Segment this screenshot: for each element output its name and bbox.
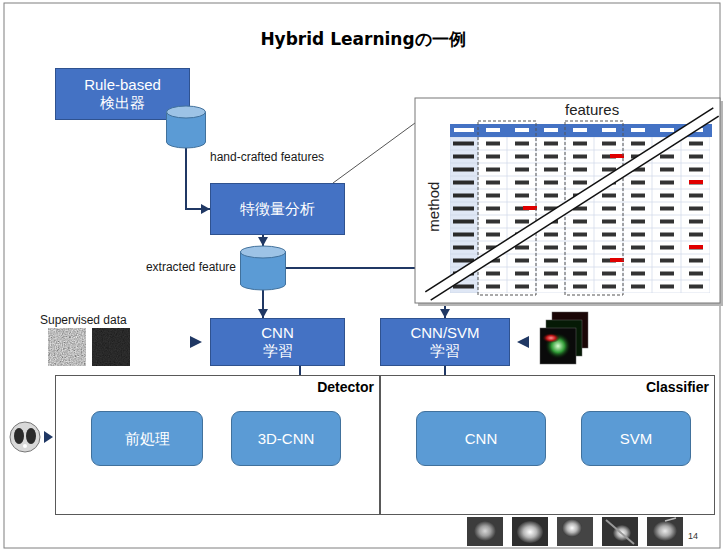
diagram-title: Hybrid Learningの一例 xyxy=(0,28,726,51)
group-frame: Detector 前処理 3D-CNN xyxy=(55,375,380,515)
table-panel xyxy=(415,98,720,303)
cylinder-shape xyxy=(166,106,206,148)
nodule-thumb xyxy=(512,517,548,546)
header-marks xyxy=(454,128,703,132)
column-group xyxy=(478,121,536,295)
process-box: CNN 学習 xyxy=(210,318,345,366)
diagonal-band xyxy=(428,112,716,296)
diagonal-line xyxy=(431,116,719,300)
connector xyxy=(258,235,268,246)
node-text: extracted feature xyxy=(146,260,236,274)
node-text: 前処理 xyxy=(125,430,170,448)
connector-line xyxy=(333,123,415,183)
node-text: Detector xyxy=(317,379,374,395)
nodule-thumb xyxy=(602,517,638,546)
noise-sample xyxy=(48,328,86,366)
annotation: 14 xyxy=(688,531,698,542)
node-text: Rule-based 検出器 xyxy=(75,76,170,112)
module-box: CNN xyxy=(416,411,546,466)
panel-shadow xyxy=(418,101,723,306)
nodule-thumb xyxy=(557,517,593,546)
ct-icon xyxy=(10,422,40,452)
node-text: hand-crafted features xyxy=(210,150,324,164)
dark-sample-noise xyxy=(92,328,130,366)
cylinder-top xyxy=(167,106,206,118)
input-arrow xyxy=(517,336,529,348)
input-arrow xyxy=(190,336,202,348)
table-highlights xyxy=(523,154,703,262)
cylinder-top xyxy=(241,246,286,258)
node-text: CNN/SVM 学習 xyxy=(405,324,485,360)
module-box: 前処理 xyxy=(91,411,203,466)
nodule-thumb xyxy=(647,517,683,546)
sample-blob xyxy=(542,333,560,343)
connector xyxy=(186,148,210,214)
connector-line xyxy=(186,148,210,209)
arrow-head xyxy=(201,204,210,214)
nodule-shape xyxy=(653,521,677,541)
data-store: extracted feature xyxy=(240,246,286,290)
node-text: CNN xyxy=(465,430,498,448)
process-box: CNN/SVM 学習 xyxy=(380,318,510,366)
group-frame: ClassifierCNN SVM xyxy=(380,375,715,515)
diagonal-line xyxy=(425,108,713,292)
cylinder-shape xyxy=(240,246,286,290)
input-arrow xyxy=(44,431,53,443)
dark-sample xyxy=(92,328,130,366)
nodule-vessel xyxy=(606,520,634,544)
nodule-shape xyxy=(474,521,496,541)
arrow-head xyxy=(258,309,268,318)
node-text: SVM xyxy=(620,430,653,448)
process-box: 特徴量分析 xyxy=(210,183,345,235)
table-panel: features method xyxy=(415,98,720,303)
node-text: features xyxy=(565,101,619,118)
node-text: method xyxy=(425,182,442,232)
slide-frame xyxy=(4,3,720,548)
data-store: hand-crafted features xyxy=(166,106,206,148)
arrow-head xyxy=(258,237,268,246)
module-box: 3D-CNN xyxy=(231,411,341,466)
arrow-head xyxy=(440,309,450,318)
connector xyxy=(258,290,268,318)
nodule-spicule xyxy=(665,518,676,521)
connector xyxy=(333,123,415,183)
node-text: Classifier xyxy=(646,379,709,395)
node-text: 特徴量分析 xyxy=(240,200,315,218)
sample-patch xyxy=(540,328,576,364)
node-text: 3D-CNN xyxy=(258,430,315,448)
table-cells xyxy=(478,137,710,293)
ct-lung xyxy=(26,428,36,444)
ct-lung xyxy=(14,428,24,444)
ct-spine xyxy=(23,444,27,448)
annotation: Supervised data xyxy=(40,313,127,327)
nodule-shape xyxy=(562,519,582,537)
nodule-shape xyxy=(517,521,543,543)
node-text: CNN 学習 xyxy=(253,324,303,360)
nodule-thumb xyxy=(467,517,503,546)
module-box: SVM xyxy=(581,411,691,466)
